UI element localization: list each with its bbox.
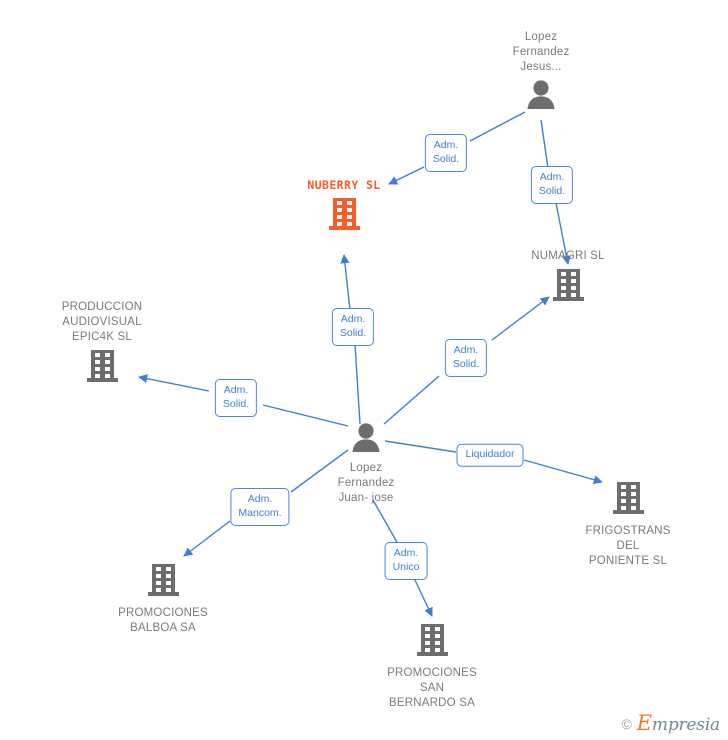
empresia-logo: Empresia	[637, 713, 720, 734]
edge-badge-adm-solid-numagri-juanjose[interactable]: Adm. Solid.	[444, 339, 488, 377]
node-label-numagri: NUMAGRI SL	[531, 250, 605, 262]
building-icon	[86, 349, 118, 388]
node-label-frigostrans-del-poniente: FRIGOSTRANS DEL PONIENTE SL	[585, 525, 671, 567]
person-icon	[525, 79, 557, 114]
edge-badge-adm-solid-produccion[interactable]: Adm. Solid.	[214, 379, 258, 417]
copyright-symbol: ©	[621, 715, 632, 732]
node-label-promociones-balboa: PROMOCIONES BALBOA SA	[118, 607, 208, 634]
node-nuberry[interactable]: NUBERRY SL	[264, 178, 424, 236]
node-lopez-fernandez-jesus[interactable]: Lopez Fernandez Jesus...	[461, 30, 621, 114]
edge-lopez-juanjose-to-frigostrans-seg2	[523, 459, 603, 485]
building-icon	[328, 197, 360, 236]
edge-badge-adm-mancom-balboa[interactable]: Adm. Mancom.	[230, 488, 290, 526]
node-lopez-fernandez-juan-jose[interactable]: Lopez Fernandez Juan- jose	[286, 422, 446, 506]
edge-badge-adm-solid-nuberry[interactable]: Adm. Solid.	[424, 134, 468, 172]
empresia-watermark: © Empresia	[621, 713, 720, 734]
node-label-promociones-san-bernardo: PROMOCIONES SAN BERNARDO SA	[387, 667, 477, 709]
edge-lopez-jesus-to-numagri-seg1	[540, 119, 549, 169]
node-numagri[interactable]: NUMAGRI SL	[488, 249, 648, 307]
building-icon	[612, 481, 644, 520]
edge-lopez-juanjose-to-san-bernardo-seg2	[413, 577, 433, 617]
node-frigostrans-del-poniente[interactable]: FRIGOSTRANS DEL PONIENTE SL	[548, 481, 708, 569]
person-icon	[350, 422, 382, 457]
node-produccion-audiovisual-epic4k[interactable]: PRODUCCION AUDIOVISUAL EPIC4K SL	[22, 300, 182, 388]
edge-lopez-juanjose-to-numagri-seg1	[383, 375, 440, 425]
node-label-produccion-audiovisual-epic4k: PRODUCCION AUDIOVISUAL EPIC4K SL	[61, 301, 143, 343]
edge-badge-adm-solid-nuberry-juanjose[interactable]: Adm. Solid.	[331, 308, 375, 346]
edge-badge-adm-solid-numagri-jesus[interactable]: Adm. Solid.	[530, 166, 574, 204]
edge-lopez-juanjose-to-balboa-seg2	[183, 520, 231, 557]
edge-badge-liquidador-frigostrans[interactable]: Liquidador	[456, 443, 524, 467]
edge-lopez-juanjose-to-nuberry-seg2	[340, 254, 351, 311]
node-label-nuberry: NUBERRY SL	[307, 178, 381, 192]
empresia-logo-rest: mpresia	[651, 715, 720, 735]
edge-lopez-jesus-to-nuberry-seg1	[469, 111, 526, 142]
building-icon	[416, 623, 448, 662]
edge-lopez-juanjose-to-san-bernardo-seg1	[372, 499, 399, 545]
node-promociones-balboa[interactable]: PROMOCIONES BALBOA SA	[83, 563, 243, 636]
building-icon	[147, 563, 179, 602]
node-promociones-san-bernardo[interactable]: PROMOCIONES SAN BERNARDO SA	[352, 623, 512, 711]
node-label-lopez-fernandez-jesus: Lopez Fernandez Jesus...	[512, 31, 570, 73]
edge-lopez-juanjose-to-nuberry-seg1	[354, 343, 361, 425]
empresia-logo-initial: E	[636, 711, 652, 735]
edge-badge-adm-unico-san-bernardo[interactable]: Adm. Unico	[384, 542, 428, 580]
building-icon	[552, 268, 584, 307]
node-label-lopez-fernandez-juan-jose: Lopez Fernandez Juan- jose	[337, 462, 395, 504]
